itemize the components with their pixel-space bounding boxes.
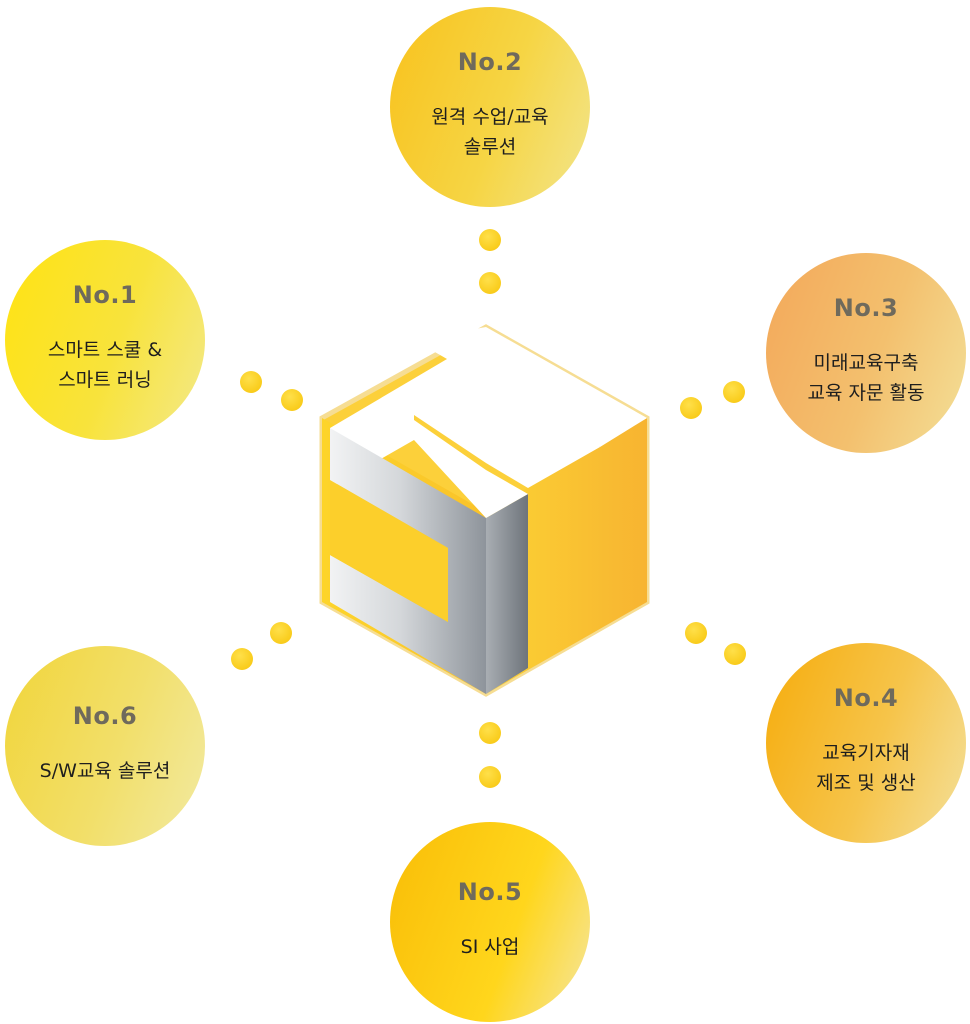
node-no2: No.2 원격 수업/교육 솔루션 [390,7,590,207]
connector-dot [270,622,292,644]
node-label: 교육기자재 제조 및 생산 [816,742,916,794]
cube-window [330,480,448,622]
connector-dot [479,229,501,251]
connector-dot [479,272,501,294]
node-number: No.4 [833,684,899,712]
connector-dot [479,722,501,744]
connector-dot [281,389,303,411]
node-label: S/W교육 솔루션 [39,760,171,782]
node-no1: No.1 스마트 스쿨 & 스마트 러닝 [5,240,205,440]
connector-dot [680,397,702,419]
node-label: 미래교육구축 교육 자문 활동 [807,352,925,404]
connector-dot [685,622,707,644]
connector-dot [231,648,253,670]
node-label: 원격 수업/교육 솔루션 [431,106,549,158]
node-no3: No.3 미래교육구축 교육 자문 활동 [766,253,966,453]
node-label: 스마트 스쿨 & 스마트 러닝 [47,339,163,391]
node-number: No.1 [72,281,138,309]
node-number: No.3 [833,294,899,322]
connector-dot [723,381,745,403]
cube-bracket-top [330,336,600,488]
node-no6: No.6 S/W교육 솔루션 [5,646,205,846]
connector-dot [240,371,262,393]
node-label: SI 사업 [460,936,520,958]
cube-bracket-inner [486,494,528,694]
node-number: No.6 [72,702,138,730]
cube-bracket-side [330,428,486,694]
connector-dot [479,766,501,788]
connector-dot [724,643,746,665]
node-no5: No.5 SI 사업 [390,822,590,1022]
node-number: No.2 [457,48,523,76]
node-no4: No.4 교육기자재 제조 및 생산 [766,643,966,843]
node-number: No.5 [457,878,523,906]
